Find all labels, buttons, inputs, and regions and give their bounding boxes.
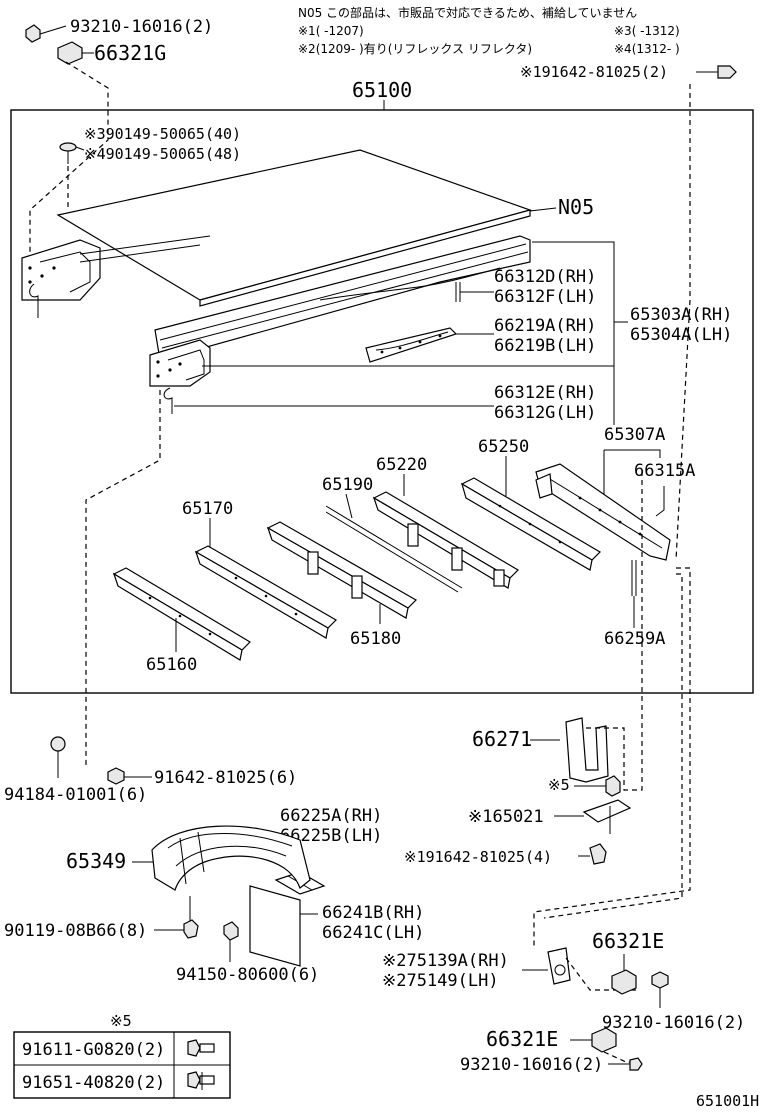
label-N05: N05	[558, 195, 594, 219]
bolt-91642-mid	[107, 767, 152, 785]
label-90149-b: ※490149-50065(48)	[84, 145, 241, 163]
label-66312G: 66312G(LH)	[494, 403, 596, 423]
bolt-5	[574, 775, 621, 797]
label-65170: 65170	[182, 499, 233, 519]
side-member-upper-left	[21, 235, 211, 301]
label-75139A: ※275139A(RH)	[382, 951, 509, 971]
floor-board-edge	[199, 209, 531, 307]
cross-member-65170	[194, 545, 337, 639]
label-66259A: 66259A	[604, 629, 665, 649]
label-66219A: 66219A(RH)	[494, 316, 596, 336]
label-66315A: 66315A	[634, 461, 695, 481]
dash-66271	[586, 470, 643, 791]
cross-member-65250	[460, 477, 601, 571]
cross-member-65180	[266, 521, 417, 619]
rear-sill-65307A	[535, 463, 671, 561]
dash-right-inner	[543, 573, 683, 919]
label-65100: 65100	[352, 78, 412, 102]
label-65220: 65220	[376, 455, 427, 475]
pin-66312E	[163, 387, 173, 414]
label-65160: 65160	[146, 655, 197, 675]
bolt-93210-top	[25, 24, 67, 43]
bracket-65021	[582, 799, 632, 834]
note-n05: N05 この部品は、市販品で対応できるため、補給していません	[298, 5, 637, 20]
label-66241C: 66241C(LH)	[322, 923, 424, 943]
bolt-93210-mid	[651, 971, 669, 1008]
label-65250: 65250	[478, 437, 529, 457]
label-66321E-a: 66321E	[592, 929, 664, 953]
label-5mark: ※5	[548, 776, 570, 794]
dash-left-main	[85, 390, 161, 768]
screw-90149	[59, 142, 85, 164]
label-91642-low: ※191642-81025(4)	[404, 848, 552, 866]
table-title: ※5	[110, 1012, 132, 1030]
table-row-1: 91611-G0820(2)	[22, 1040, 165, 1060]
pin-upper-left	[29, 283, 39, 318]
label-90149-a: ※390149-50065(40)	[84, 125, 241, 143]
label-65190: 65190	[322, 475, 373, 495]
label-75149: ※275149(LH)	[382, 971, 499, 991]
bracket-75139A	[547, 947, 571, 985]
label-65304A: 65304A(LH)	[630, 325, 732, 345]
diagram-code: 651001H	[696, 1092, 759, 1110]
label-66241B: 66241B(RH)	[322, 903, 424, 923]
dash-right-long	[675, 84, 691, 561]
label-66312E: 66312E(RH)	[494, 383, 596, 403]
bolt-washer-icon	[187, 1071, 215, 1090]
label-90119: 90119-08B66(8)	[4, 921, 147, 941]
pin-66312D	[455, 282, 494, 302]
assembly-frame	[10, 109, 754, 694]
note-4: ※4(1312- )	[614, 42, 680, 56]
cross-member-65220	[372, 491, 519, 589]
mudguard-66241B	[249, 885, 301, 967]
label-66312D: 66312D(RH)	[494, 267, 596, 287]
block-66321G	[57, 41, 94, 65]
label-66225A: 66225A(RH)	[280, 806, 382, 826]
label-65021: ※165021	[468, 807, 544, 827]
bolt-flange-icon	[187, 1039, 215, 1057]
label-65303A: 65303A(RH)	[630, 305, 732, 325]
block-66321E-a	[611, 969, 637, 995]
ubolt-66271	[565, 717, 609, 783]
fender-65349	[151, 825, 311, 891]
label-93210-mid: 93210-16016(2)	[602, 1013, 745, 1033]
label-94184: 94184-01001(6)	[4, 785, 147, 805]
nut-94184	[50, 736, 66, 778]
label-66225B: 66225B(LH)	[280, 826, 382, 846]
bolt-93210-low	[608, 1057, 643, 1071]
note-2: ※2(1209- )有り(リフレックス リフレクタ)	[298, 42, 532, 56]
bolt-91642-top	[696, 65, 737, 79]
pin-66315A	[655, 486, 665, 517]
bracket-66312E	[149, 339, 211, 387]
label-66312F: 66312F(LH)	[494, 287, 596, 307]
bolt-90119	[154, 896, 199, 939]
block-66321E-b	[591, 1027, 617, 1053]
label-66321G: 66321G	[94, 41, 166, 65]
label-94150: 94150-80600(6)	[176, 965, 319, 985]
label-65307A: 65307A	[604, 425, 665, 445]
note-3: ※3( -1312)	[614, 24, 680, 38]
label-91642-top: ※191642-81025(2)	[520, 63, 668, 81]
label-91642-mid: 91642-81025(6)	[154, 768, 297, 788]
nut-94150	[223, 921, 239, 962]
table-row-2: 91651-40820(2)	[22, 1073, 165, 1093]
dash-topleft	[29, 61, 109, 265]
reinforcement-66219A	[365, 327, 458, 363]
label-66271: 66271	[472, 727, 532, 751]
label-66321E-b: 66321E	[486, 1027, 558, 1051]
label-93210-low: 93210-16016(2)	[460, 1055, 603, 1075]
label-65349: 65349	[66, 849, 126, 873]
fastener-table: 91611-G0820(2) 91651-40820(2)	[13, 1031, 231, 1099]
cross-member-65160	[112, 567, 251, 661]
label-65180: 65180	[350, 629, 401, 649]
label-66219B: 66219B(LH)	[494, 336, 596, 356]
note-1: ※1( -1207)	[298, 24, 364, 38]
bolt-91642-low	[578, 843, 607, 865]
cross-member-65190	[325, 505, 463, 593]
label-93210-top: 93210-16016(2)	[70, 17, 213, 37]
dash-right-lower	[533, 567, 691, 946]
